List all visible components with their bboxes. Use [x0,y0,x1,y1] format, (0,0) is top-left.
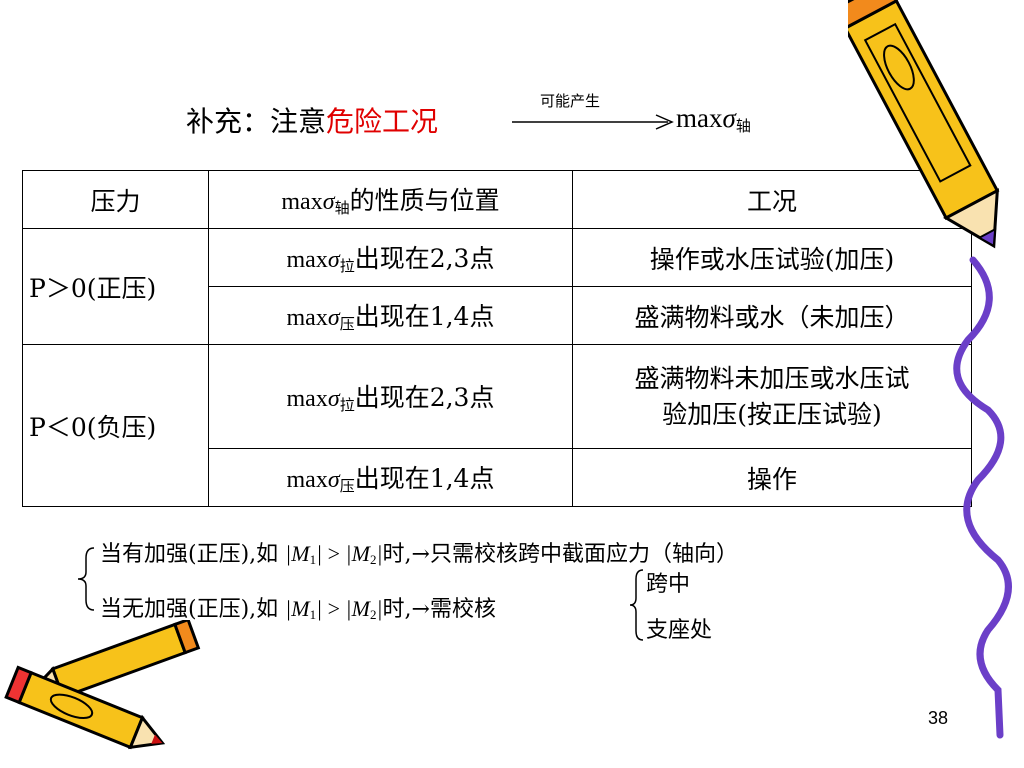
table-row: P＞0(正压) maxσ拉出现在2,3点 操作或水压试验(加压) [22,228,972,345]
table-header-row: 压力 maxσ轴的性质与位置 工况 [22,170,972,229]
heading-highlight: 危险工况 [326,105,439,138]
table-row: P＜0(负压) maxσ拉出现在2,3点 盛满物料未加压或水压试 验加压(按正压… [22,344,972,507]
note-line-1: 当有加强(正压),如 |M1| > |M2|时,→只需校核跨中截面应力（轴向） [100,541,738,567]
stress-cell: maxσ拉出现在2,3点 [208,228,573,287]
pencil-icon-top-right [848,0,1012,739]
table-row: maxσ压出现在1,4点 操作 [23,448,972,507]
left-brace [77,547,95,611]
heading-max-sigma: maxσ轴 [676,103,751,135]
stress-condition-table: 压力 maxσ轴的性质与位置 工况 P＞0(正压) maxσ拉出现在2,3点 操… [22,170,972,507]
page-number: 38 [928,708,949,728]
header-pressure: 压力 [22,170,209,229]
option-brace [629,569,644,641]
arrow-label: 可能产生 [540,92,601,110]
heading: 补充：注意危险工况 [186,100,438,140]
pencils-icon-bottom-left [4,620,201,750]
stress-cell: maxσ压出现在1,4点 [208,448,573,507]
right-arrow-icon [512,114,674,130]
header-stress: maxσ轴的性质与位置 [208,170,573,229]
option-support: 支座处 [646,618,713,643]
stress-cell: maxσ拉出现在2,3点 [208,344,573,449]
heading-arrow: 可能产生 [510,90,674,140]
stress-cell: maxσ压出现在1,4点 [208,286,573,345]
header-condition: 工况 [572,170,972,229]
option-span-middle: 跨中 [646,572,691,597]
condition-cell: 操作或水压试验(加压) [572,228,972,287]
note-line-2: 当无加强(正压),如 |M1| > |M2|时,→需校核 [100,596,496,622]
group-label-negative: P＜0(负压) [22,344,209,507]
group-label-positive: P＞0(正压) [22,228,209,345]
condition-cell: 操作 [572,448,972,507]
heading-prefix: 补充：注意 [186,105,327,138]
